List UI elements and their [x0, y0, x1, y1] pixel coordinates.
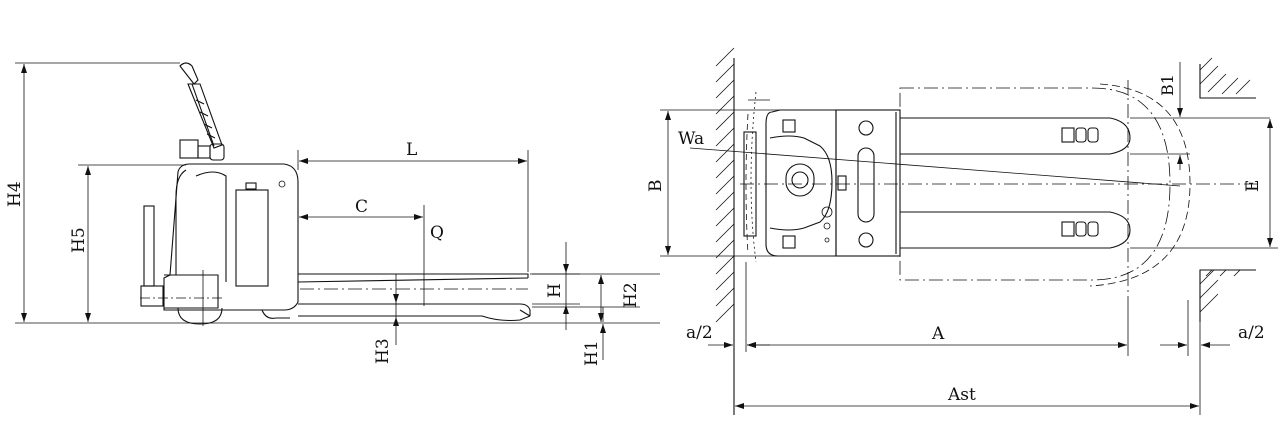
dim-Ast: Ast — [947, 385, 976, 405]
pallet-outline — [899, 87, 1171, 281]
right-lower-wall — [1199, 269, 1256, 322]
dim-Q: Q — [430, 223, 444, 243]
dim-a-half-right: a/2 — [1238, 323, 1265, 343]
dim-C: C — [355, 197, 368, 217]
truck-body-top — [765, 109, 901, 257]
top-view: B Wa B1 E a/2 A a/2 Ast — [646, 47, 1278, 415]
dim-H4: H4 — [5, 181, 25, 207]
truck-body — [140, 163, 299, 326]
dim-E: E — [1243, 180, 1263, 192]
right-upper-wall — [1199, 57, 1256, 99]
dim-a-half-left: a/2 — [686, 323, 713, 343]
left-wall — [715, 47, 735, 415]
forks-side — [297, 273, 531, 322]
dim-H5: H5 — [69, 227, 89, 253]
dim-L: L — [406, 140, 417, 160]
dim-A: A — [931, 324, 945, 344]
dim-H1: H1 — [582, 340, 602, 366]
dim-H2: H2 — [621, 282, 641, 308]
tiller — [179, 62, 225, 161]
dim-B: B — [646, 180, 666, 193]
side-view: H4 H5 L C Q H3 H H2 H1 — [5, 62, 660, 366]
dim-H: H — [545, 283, 565, 298]
dim-H3: H3 — [373, 338, 393, 364]
dim-Wa: Wa — [678, 129, 704, 149]
forks-top — [900, 117, 1131, 249]
dim-B1: B1 — [1158, 74, 1177, 96]
